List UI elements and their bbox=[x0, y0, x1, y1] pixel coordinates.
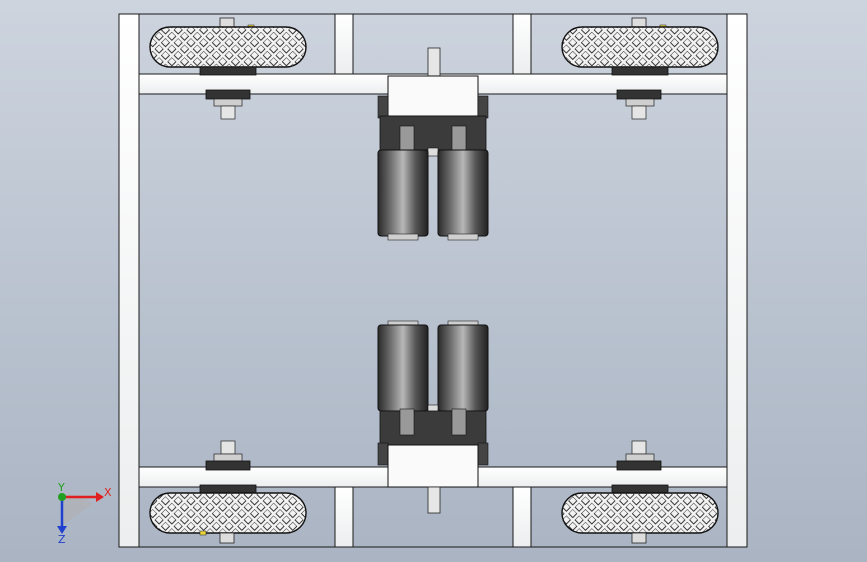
wheel-rear-right[interactable] bbox=[561, 440, 719, 544]
coordinate-triad: X Y Z bbox=[57, 481, 112, 546]
right-rail[interactable] bbox=[726, 13, 748, 548]
left-rail[interactable] bbox=[118, 13, 140, 548]
motor-top-left[interactable] bbox=[377, 149, 429, 237]
gearbox-bottom[interactable] bbox=[377, 404, 489, 514]
motor-top-right[interactable] bbox=[437, 149, 489, 237]
output-shaft-bottom[interactable] bbox=[427, 486, 441, 514]
post-top-right[interactable] bbox=[512, 13, 532, 75]
motor-bottom-left[interactable] bbox=[377, 324, 429, 412]
wheel-front-left[interactable] bbox=[149, 17, 307, 120]
post-top-left[interactable] bbox=[334, 13, 354, 75]
post-bottom-left[interactable] bbox=[334, 486, 354, 548]
wheel-front-right[interactable] bbox=[561, 17, 719, 120]
wheel-rear-left[interactable] bbox=[149, 440, 307, 544]
post-bottom-right[interactable] bbox=[512, 486, 532, 548]
motor-bottom-right[interactable] bbox=[437, 324, 489, 412]
z-axis-label: Z bbox=[58, 533, 66, 546]
output-shaft-top[interactable] bbox=[427, 47, 441, 77]
gearbox-top[interactable] bbox=[377, 47, 489, 157]
y-axis-label: Y bbox=[57, 481, 65, 494]
x-axis-label: X bbox=[104, 486, 112, 499]
y-axis-dot bbox=[58, 493, 66, 501]
